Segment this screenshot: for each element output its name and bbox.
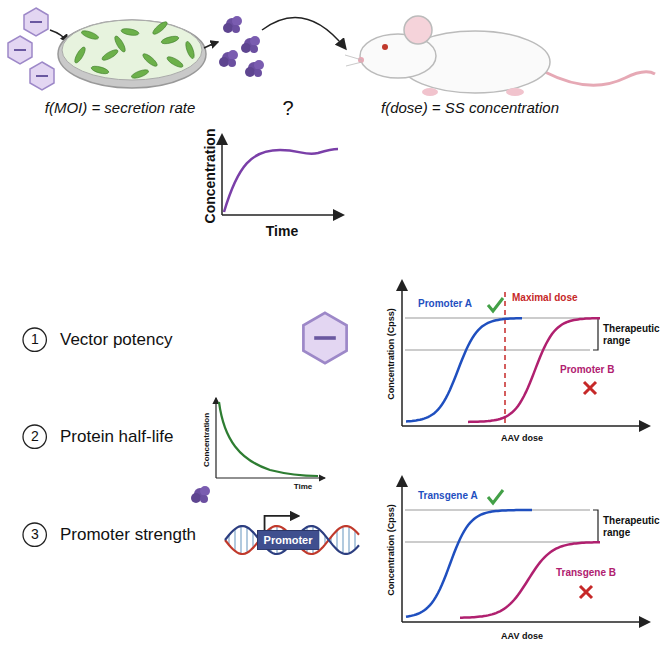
promoter-arrow — [265, 516, 299, 530]
text-label: Time — [266, 223, 298, 239]
axis-label: Concentration — [202, 413, 211, 467]
axis-label: Concentration (Cpss) — [386, 504, 396, 596]
step-number-circle: 3 — [22, 522, 47, 547]
text-label: Time — [294, 482, 313, 491]
text-label: f(dose) = SS concentration — [381, 99, 559, 116]
text-label: ? — [282, 97, 293, 120]
text-label: Transgene A — [418, 490, 478, 502]
text-label: Promoter strength — [60, 525, 196, 545]
callout-number: 2 — [22, 429, 47, 444]
axis-label: Concentration — [202, 129, 218, 224]
text-label: Transgene B — [556, 567, 616, 579]
text-label: Maximal dose — [512, 292, 578, 304]
step-number-circle: 1 — [22, 327, 47, 352]
text-label: Promoter A — [418, 298, 472, 310]
text-label: AAV dose — [501, 433, 543, 443]
text-label: Promoter B — [560, 364, 614, 376]
text-label: Therapeutic range — [603, 515, 661, 538]
text-label: Therapeutic range — [603, 323, 661, 346]
text-label: Protein half-life — [60, 427, 173, 447]
text-label: f(MOI) = secretion rate — [45, 99, 195, 116]
text-label: AAV dose — [501, 631, 543, 641]
promoter-box: Promoter — [257, 530, 320, 550]
text-label: Vector potency — [60, 330, 172, 350]
step-number-circle: 2 — [22, 424, 47, 449]
callout-number: 3 — [22, 527, 47, 542]
box-label: Promoter — [257, 534, 320, 546]
callout-number: 1 — [22, 332, 47, 347]
axis-label: Concentration (Cpss) — [386, 308, 396, 400]
